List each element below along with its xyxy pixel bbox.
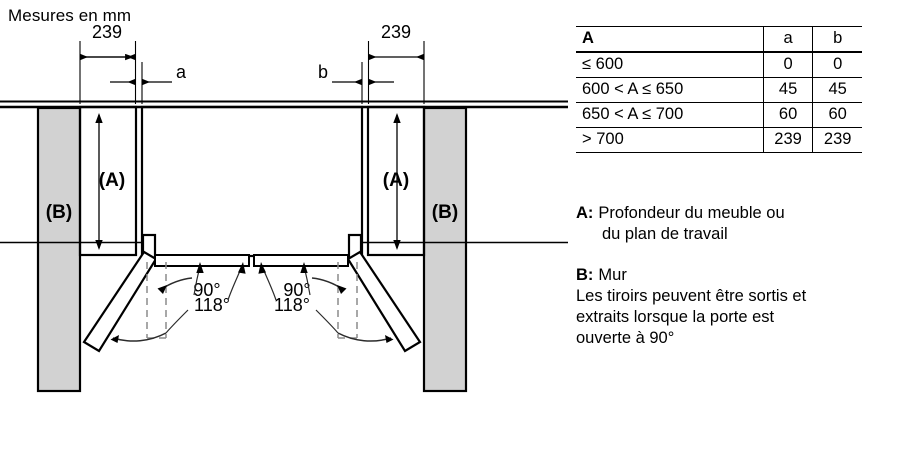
note-b-key: B: [576, 266, 594, 284]
arc-right-118 [337, 332, 394, 343]
angle-right-118-label: 118° [274, 295, 310, 315]
note-a-key: A: [576, 204, 594, 222]
angle-right-90-label: 90° [283, 280, 310, 300]
note-a: A: Profondeur du meuble ou du plan de tr… [576, 203, 896, 245]
note-b-line3: ouverte à 90° [576, 329, 675, 347]
legend-notes: A: Profondeur du meuble ou du plan de tr… [576, 203, 896, 369]
page-title: Mesures en mm [8, 6, 132, 25]
cell-b: 45 [812, 77, 862, 103]
door-centre-left-open [154, 254, 250, 267]
header-cell-A: A [576, 26, 764, 53]
cell-range: 600 < A ≤ 650 [576, 77, 764, 103]
door-left-outer-open [82, 250, 158, 353]
cell-a: 60 [762, 102, 813, 128]
cabinet-compartment-right: (A) [366, 105, 426, 257]
table-row: ≤ 600 0 0 [576, 52, 862, 78]
cell-range: ≤ 600 [576, 52, 764, 78]
wall-label-left: (B) [46, 202, 72, 223]
dimension-left-gap-label: a [176, 62, 187, 82]
angle-left-118-label: 118° [194, 295, 230, 315]
cell-range: > 700 [576, 127, 764, 153]
dimension-left-239: 239 [79, 22, 137, 104]
note-b-line2: extraits lorsque la porte est [576, 308, 775, 326]
dimension-right-239-label: 239 [381, 22, 411, 42]
cell-a: 45 [762, 77, 813, 103]
dimension-right-gap-b: b [318, 62, 394, 104]
note-b-line1: Les tiroirs peuvent être sortis et [576, 287, 807, 305]
table-header-row: A a b [576, 26, 862, 53]
table-row: > 700 239 239 [576, 127, 862, 153]
angle-left-90-label: 90° [193, 280, 220, 300]
right-column: A a b ≤ 600 0 0 600 < A ≤ 650 45 45 650 … [572, 0, 900, 450]
cell-a: 0 [762, 52, 813, 78]
dimension-right-239: 239 [367, 22, 425, 104]
dimension-right-gap-label: b [318, 62, 328, 82]
table-row: 650 < A ≤ 700 60 60 [576, 102, 862, 128]
wall-block-left: (B) [36, 106, 82, 393]
label-left-118: 118° [165, 295, 230, 334]
door-right-outer-open [346, 250, 422, 353]
header-cell-b: b [812, 26, 862, 53]
reference-dashed-right [337, 262, 358, 339]
spec-table: A a b ≤ 600 0 0 600 < A ≤ 650 45 45 650 … [576, 26, 862, 153]
note-b-value: Mur [598, 266, 627, 284]
note-b: B: Mur Les tiroirs peuvent être sortis e… [576, 265, 896, 349]
leader-centre-doors [193, 262, 311, 301]
wall-label-right: (B) [432, 202, 458, 223]
label-right-118: 118° [274, 295, 339, 334]
arc-right-90: 90° [283, 277, 347, 300]
cell-range: 650 < A ≤ 700 [576, 102, 764, 128]
arc-left-90: 90° [157, 277, 221, 300]
cell-b: 60 [812, 102, 862, 128]
arc-left-118 [110, 332, 167, 343]
note-a-line1: Profondeur du meuble ou [598, 204, 785, 222]
appliance-installation-drawing: 239 a 239 b [0, 22, 568, 393]
note-a-line2: du plan de travail [602, 225, 728, 243]
door-centre-right-open [253, 254, 349, 267]
header-cell-a: a [762, 26, 813, 53]
reference-dashed-left [146, 262, 167, 339]
cabinet-body-centre [140, 105, 364, 258]
cell-b: 0 [812, 52, 862, 78]
wall-block-right: (B) [422, 106, 468, 393]
cell-a: 239 [762, 127, 813, 153]
depth-label-right: (A) [383, 170, 409, 191]
cell-b: 239 [812, 127, 862, 153]
dimension-left-gap-a: a [110, 62, 187, 104]
dimension-left-239-label: 239 [92, 22, 122, 42]
depth-label-left: (A) [99, 170, 125, 191]
cabinet-compartment-left: (A) [78, 105, 138, 257]
table-row: 600 < A ≤ 650 45 45 [576, 77, 862, 103]
